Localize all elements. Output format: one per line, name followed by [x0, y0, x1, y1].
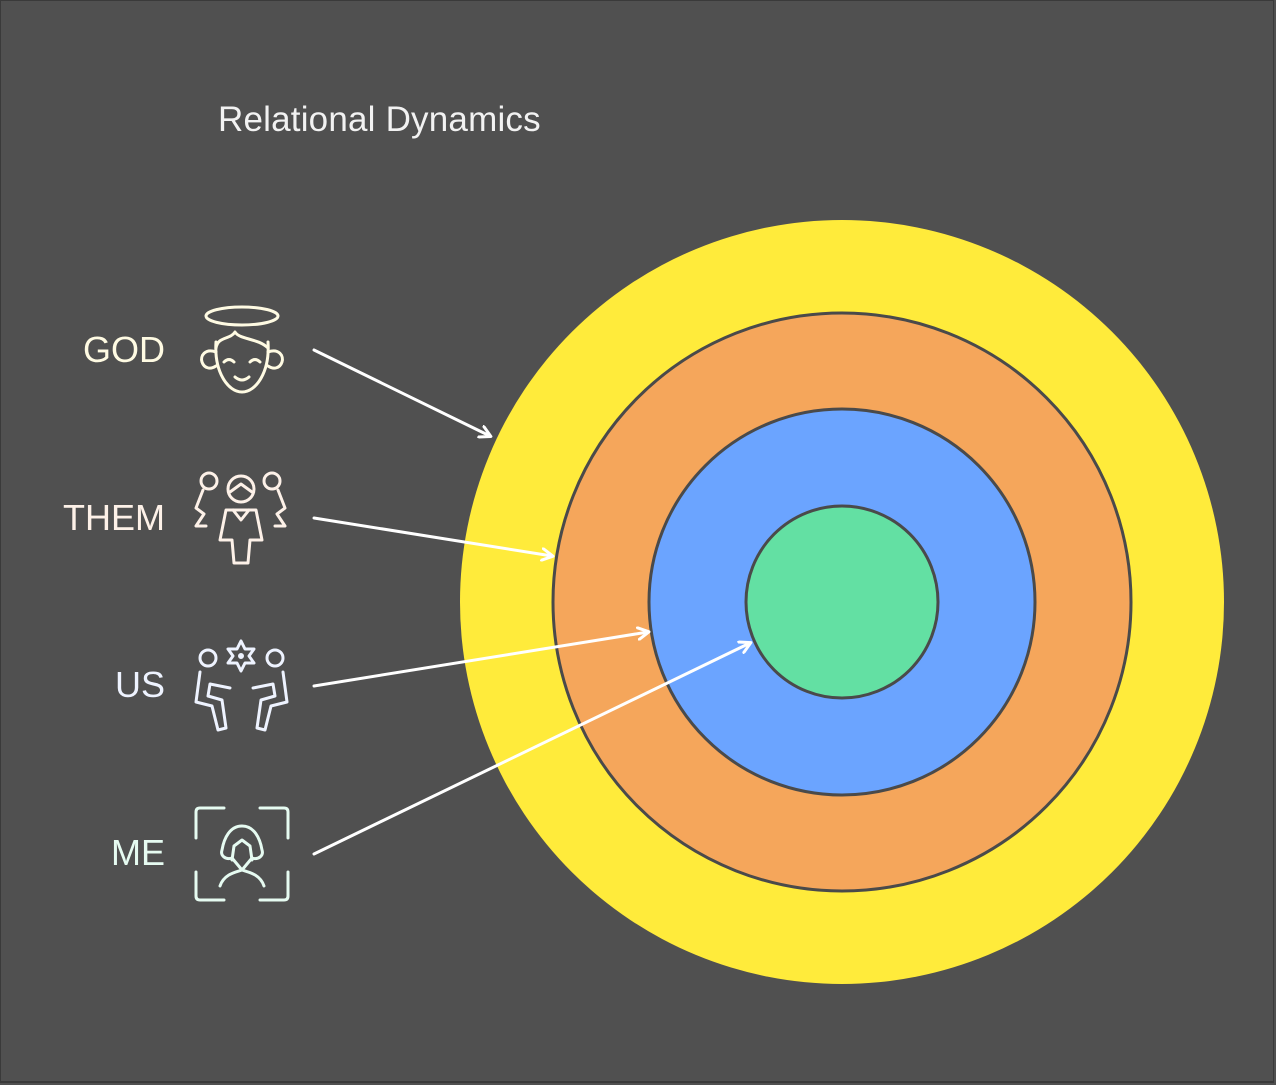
group-icon — [194, 471, 287, 565]
ring-me — [744, 504, 940, 700]
label-us: US — [114, 664, 165, 705]
label-them: THEM — [63, 497, 165, 538]
collaboration-icon — [194, 639, 289, 732]
arrow-god — [312, 348, 490, 436]
arrow-me — [312, 643, 750, 856]
arrow-them — [312, 516, 552, 556]
diagram-title: Relational Dynamics — [218, 100, 541, 139]
label-god: GOD — [82, 329, 165, 370]
label-me: ME — [111, 832, 165, 873]
angel-icon — [200, 305, 284, 394]
user-focus-icon — [194, 806, 290, 902]
arrow-us — [312, 632, 648, 688]
